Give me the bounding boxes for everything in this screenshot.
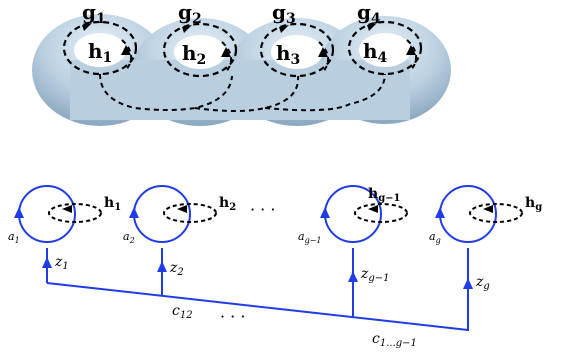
label-a2: a2 xyxy=(123,230,135,245)
surface-arrows xyxy=(82,23,416,57)
label-graph-hg: hg xyxy=(525,195,542,213)
label-z1: z1 xyxy=(54,254,69,272)
handle-loop-g3 xyxy=(259,22,335,78)
hole-loops xyxy=(121,39,418,73)
hole-loop-h2 xyxy=(221,41,233,73)
handle-loops xyxy=(62,20,423,78)
label-graph-h2: h2 xyxy=(219,195,236,213)
label-g2: g2 xyxy=(178,0,202,27)
label-g3: g3 xyxy=(272,0,296,27)
handle-loop-g2 xyxy=(162,22,238,78)
loop-ag xyxy=(439,185,497,243)
surface-body xyxy=(32,14,451,126)
separating-curves xyxy=(99,73,386,112)
label-graph-hg-1: hg−1 xyxy=(368,186,401,204)
label-z2: z2 xyxy=(169,260,184,278)
edge-arrows xyxy=(14,207,473,289)
label-c-last: c1...g−1 xyxy=(372,331,417,349)
graph-labels: h1 h2 hg−1 hg a1 a2 ag−1 ag z1 z2 zg−1 z… xyxy=(8,186,542,349)
label-h4: h4 xyxy=(363,39,388,66)
genus-four-surface: g1 g2 g3 g4 h1 h2 h3 h4 xyxy=(32,0,451,126)
ellipsis-top: · · · xyxy=(250,200,275,219)
loop-a1 xyxy=(18,185,76,243)
label-zg-1: zg−1 xyxy=(360,266,390,284)
label-g4: g4 xyxy=(357,0,381,27)
label-h3: h3 xyxy=(276,41,300,68)
hole-loop-h1 xyxy=(121,39,133,71)
label-c12: c12 xyxy=(172,303,193,321)
label-a1: a1 xyxy=(8,230,20,245)
label-h2: h2 xyxy=(182,41,206,68)
base-tree-lines xyxy=(46,248,469,332)
label-zg: zg xyxy=(475,274,490,292)
loop-a2 xyxy=(133,185,191,243)
hole-loop-h4 xyxy=(406,39,418,71)
graph-h-loops xyxy=(48,203,523,223)
label-ag: ag xyxy=(429,230,441,245)
surface-holes xyxy=(74,33,411,69)
ellipsis-bottom: · · · xyxy=(220,307,245,326)
label-graph-h1: h1 xyxy=(104,195,121,213)
label-ag-1: ag−1 xyxy=(298,230,321,245)
handle-loop-g1 xyxy=(62,20,138,76)
label-g1: g1 xyxy=(82,0,106,27)
handle-loop-g4 xyxy=(347,20,423,76)
graph-h-arrows xyxy=(62,205,493,213)
hole-loop-h3 xyxy=(318,41,330,73)
label-h1: h1 xyxy=(88,39,112,66)
